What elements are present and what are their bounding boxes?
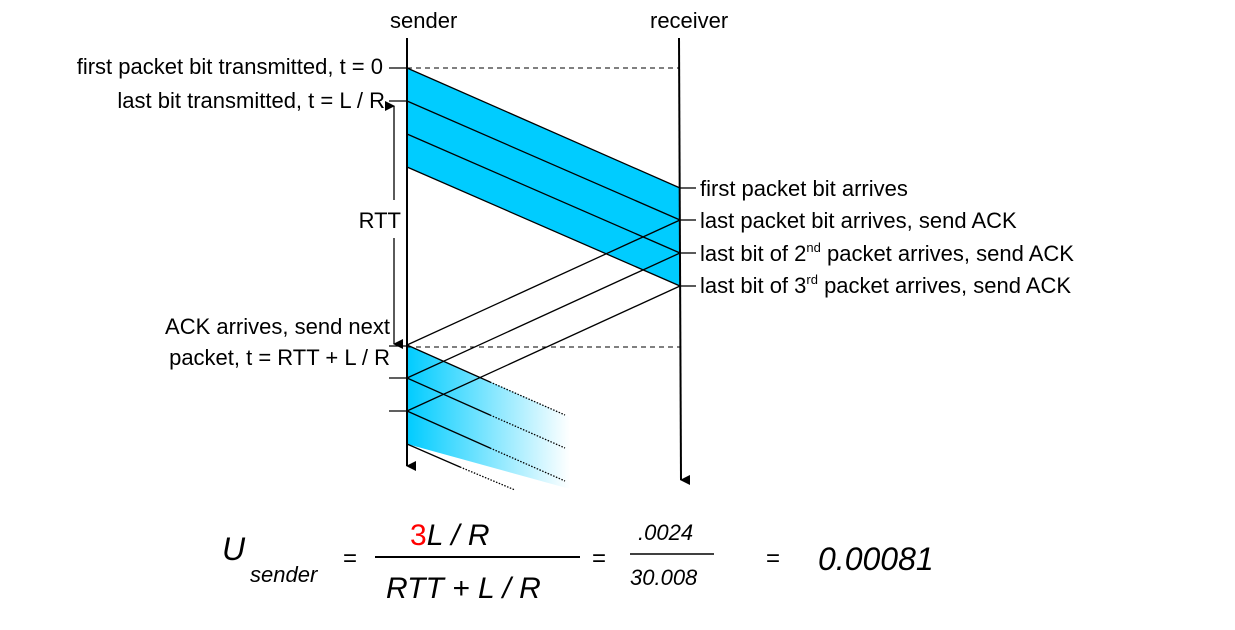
last-bit-label: last bit transmitted, t = L / R <box>117 88 385 113</box>
first-bit-label: first packet bit transmitted, t = 0 <box>77 54 383 79</box>
packet-band <box>407 68 680 286</box>
svg-text:=: = <box>592 545 606 572</box>
sender-ticks <box>389 67 407 412</box>
svg-text:=: = <box>766 545 780 572</box>
first-arrives-label: first packet bit arrives <box>700 176 908 201</box>
svg-text:=: = <box>343 545 357 572</box>
ack-arrives-label-1: ACK arrives, send next <box>165 314 390 339</box>
second-arrives-label: last bit of 2nd packet arrives, send ACK <box>700 240 1074 266</box>
rtt-label: RTT <box>359 208 401 233</box>
svg-text:sender: sender <box>250 562 319 587</box>
receiver-header: receiver <box>650 8 728 33</box>
numerator: 3L / R <box>410 519 490 552</box>
last-arrives-label: last packet bit arrives, send ACK <box>700 208 1017 233</box>
svg-text:U: U <box>222 531 246 567</box>
sender-header: sender <box>390 8 457 33</box>
next-packet-band <box>407 345 570 489</box>
next-packet-lines <box>406 344 566 491</box>
window-size-factor: 3 <box>410 519 427 552</box>
ack-lines <box>406 219 681 412</box>
numeric-numerator: .0024 <box>638 520 693 545</box>
third-arrives-label: last bit of 3rd packet arrives, send ACK <box>700 272 1071 298</box>
numeric-denominator: 30.008 <box>630 565 698 590</box>
ack-arrives-label-2: packet, t = RTT + L / R <box>169 345 390 370</box>
packet-lines <box>406 67 681 287</box>
denominator: RTT + L / R <box>386 572 541 605</box>
utilization-result: 0.00081 <box>818 541 934 577</box>
receiver-timeline <box>678 37 691 485</box>
utilization-formula: U sender = 3L / R RTT + L / R = .0024 30… <box>222 519 934 605</box>
receiver-ticks <box>680 187 696 287</box>
